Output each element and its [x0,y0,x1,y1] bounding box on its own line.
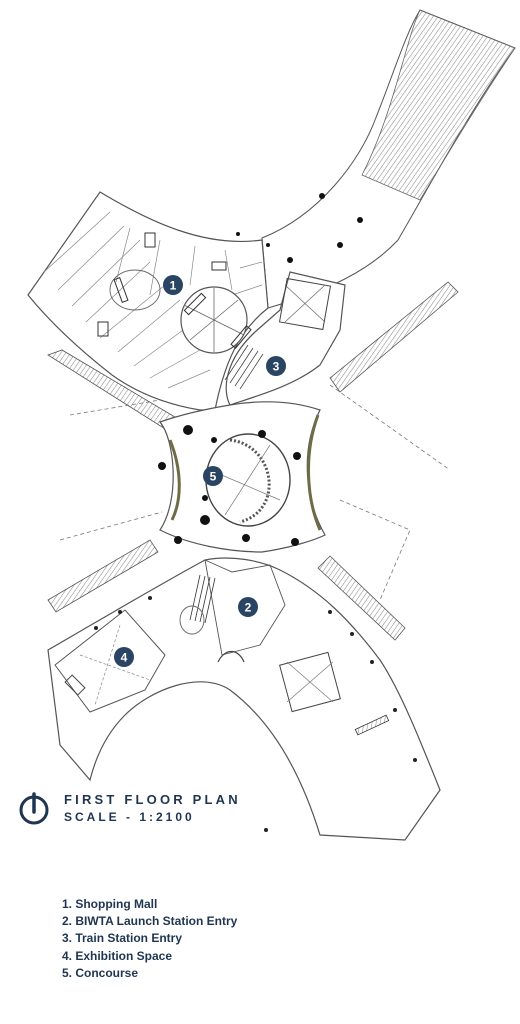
svg-text:4: 4 [121,651,128,665]
concourse-drum-ramp [229,438,271,524]
shopping-mall-block [27,191,269,411]
svg-text:2: 2 [245,601,252,615]
biwta-stairs [189,574,216,624]
svg-text:3: 3 [273,360,280,374]
legend: 1. Shopping Mall 2. BIWTA Launch Station… [62,896,237,982]
biwta-entry-area [204,559,286,656]
plan-title: FIRST FLOOR PLAN [64,792,241,807]
biwta-void [279,651,341,713]
legend-item: 1. Shopping Mall [62,897,158,911]
north-east-arm [329,281,459,393]
legend-item: 5. Concourse [62,965,139,980]
south-arch [217,650,245,663]
marker-1: 1 [163,275,183,295]
escalators [97,232,252,349]
concourse-columns [158,425,301,546]
svg-text:1: 1 [170,279,177,293]
exhibition-space-block [54,609,166,713]
south-columns [94,596,417,832]
train-station-stairs [224,344,264,390]
biwta-atrium [179,605,205,635]
mall-atrium [109,269,161,311]
shopping-mall-stores [43,211,263,389]
legend-item: 3. Train Station Entry [62,931,183,946]
train-station-block [225,271,346,406]
legend-item: 2. BIWTA Launch Station Entry [62,914,238,929]
marker-4: 4 [114,647,134,667]
south-west-arm [47,539,159,613]
train-station-void [278,277,332,331]
south-ramp [354,714,390,736]
floor-plan-drawing: 1 2 3 4 5 [27,9,516,841]
plan-scale: SCALE - 1:2100 [64,810,195,824]
svg-text:5: 5 [210,470,217,484]
north-arrow-icon [19,792,49,825]
exhibition-ramp [64,674,86,696]
north-east-roof-hatch [361,9,516,201]
north-columns [236,193,363,263]
marker-3: 3 [266,356,286,376]
concourse-green-wall-east [307,414,322,531]
concourse-green-wall-west [168,439,181,521]
legend-item: 4. Exhibition Space [62,948,173,963]
marker-5: 5 [203,466,223,486]
title-block: FIRST FLOOR PLAN SCALE - 1:2100 [18,790,318,838]
south-east-arm [317,555,406,641]
marker-2: 2 [238,597,258,617]
